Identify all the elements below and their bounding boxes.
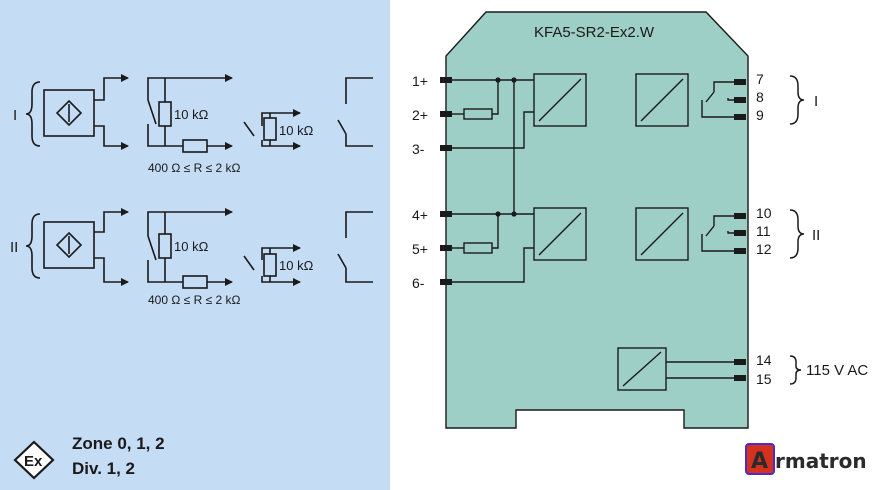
ch1-series-resistor-range: 400 Ω ≤ R ≤ 2 kΩ — [148, 161, 241, 175]
channel-2-label: II — [10, 239, 18, 256]
ch2-series-resistor-range: 400 Ω ≤ R ≤ 2 kΩ — [148, 293, 241, 307]
terminal-2-label: 2+ — [412, 107, 428, 123]
terminal-7-label: 7 — [756, 71, 764, 87]
input-channel-2 — [25, 208, 373, 289]
terminal-8-label: 8 — [756, 89, 764, 105]
terminal-pins — [440, 77, 746, 381]
junction-dots — [495, 77, 517, 217]
power-supply-label: 115 V AC — [806, 362, 868, 379]
internal-circuit — [452, 73, 740, 391]
brand-logo-box — [745, 443, 775, 475]
ch2-load-resistor-label: 10 kΩ — [279, 258, 314, 273]
terminal-14-label: 14 — [756, 352, 772, 368]
ex-hazard-symbol-icon: Ex — [13, 440, 55, 480]
device-housing — [445, 11, 749, 429]
terminal-9-label: 9 — [756, 107, 764, 123]
svg-text:Ex: Ex — [24, 453, 43, 470]
terminal-3-label: 3- — [412, 141, 425, 157]
brand-logo-name: rmatron — [775, 449, 867, 473]
brand-logo-initial: A — [751, 449, 768, 474]
output-braces — [789, 75, 805, 385]
ch2-shunt-resistor-label: 10 kΩ — [174, 239, 209, 254]
output-group-2-label: II — [812, 227, 820, 244]
device-model-title: KFA5-SR2-Ex2.W — [534, 24, 655, 41]
terminal-1-label: 1+ — [412, 73, 428, 89]
terminal-15-label: 15 — [756, 371, 772, 387]
terminal-11-label: 11 — [756, 223, 771, 239]
input-panel-background — [0, 0, 390, 490]
hazard-division-text: Div. 1, 2 — [72, 459, 135, 478]
channel-1-label: I — [13, 107, 17, 124]
terminal-6-label: 6- — [412, 275, 425, 291]
ch1-load-resistor-label: 10 kΩ — [279, 123, 314, 138]
input-channel-1 — [25, 74, 373, 153]
ch1-shunt-resistor-label: 10 kΩ — [174, 107, 209, 122]
terminal-12-label: 12 — [756, 241, 772, 257]
output-group-1-label: I — [814, 93, 818, 110]
hazard-zone-text: Zone 0, 1, 2 — [72, 434, 165, 453]
terminal-5-label: 5+ — [412, 241, 428, 257]
terminal-4-label: 4+ — [412, 207, 428, 223]
terminal-10-label: 10 — [756, 205, 772, 221]
